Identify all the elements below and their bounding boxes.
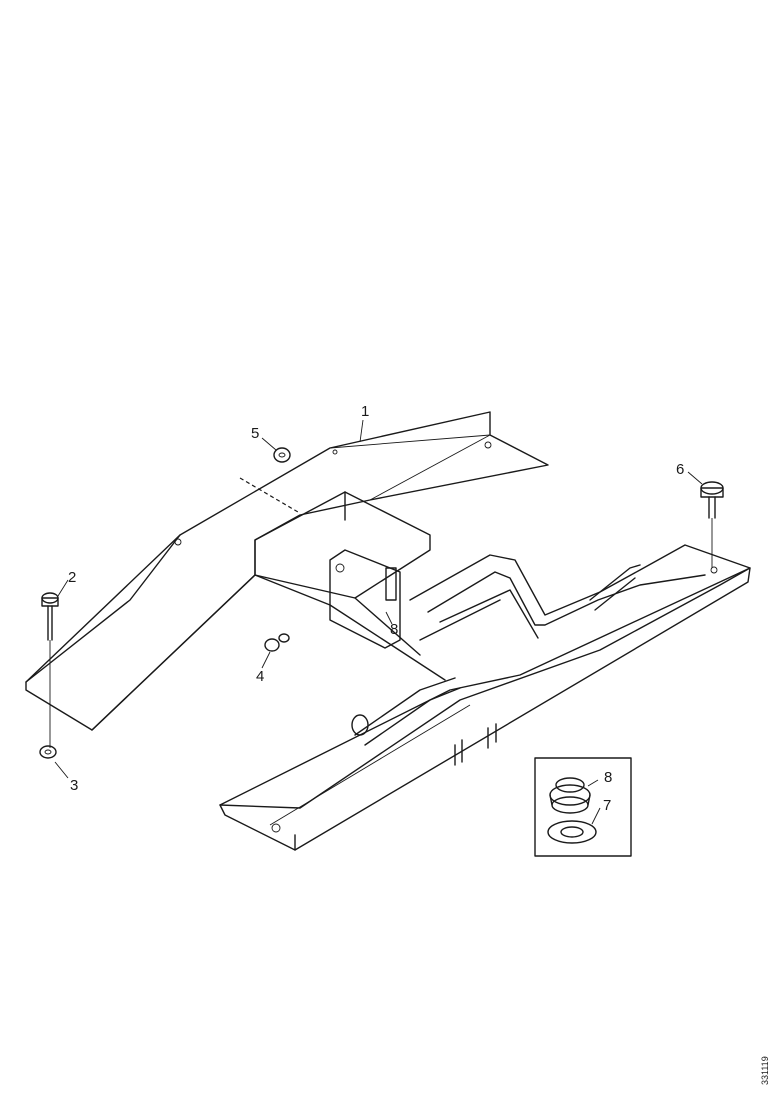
- document-id: 331119: [760, 1056, 770, 1085]
- fasteners: [39, 447, 724, 759]
- callout-2: 2: [68, 569, 76, 586]
- callout-6: 6: [676, 461, 684, 478]
- callout-3: 3: [70, 777, 78, 794]
- nut-8-detail: [549, 777, 591, 814]
- callout-8-frame: 8: [390, 621, 398, 638]
- leader-lines: [54, 419, 703, 825]
- callout-5: 5: [251, 425, 259, 442]
- nut-4: [264, 633, 290, 652]
- detail-inset: [534, 757, 632, 857]
- callout-7: 7: [603, 797, 611, 814]
- washer-7-detail: [547, 820, 597, 844]
- bolt-2: [41, 592, 59, 748]
- callout-8-detail: 8: [604, 769, 612, 786]
- callout-4: 4: [256, 668, 264, 685]
- nut-5: [273, 447, 291, 463]
- bolt-6: [700, 481, 724, 568]
- callout-1: 1: [361, 403, 369, 420]
- nut-3: [39, 745, 57, 759]
- frame-assembly: [25, 411, 751, 851]
